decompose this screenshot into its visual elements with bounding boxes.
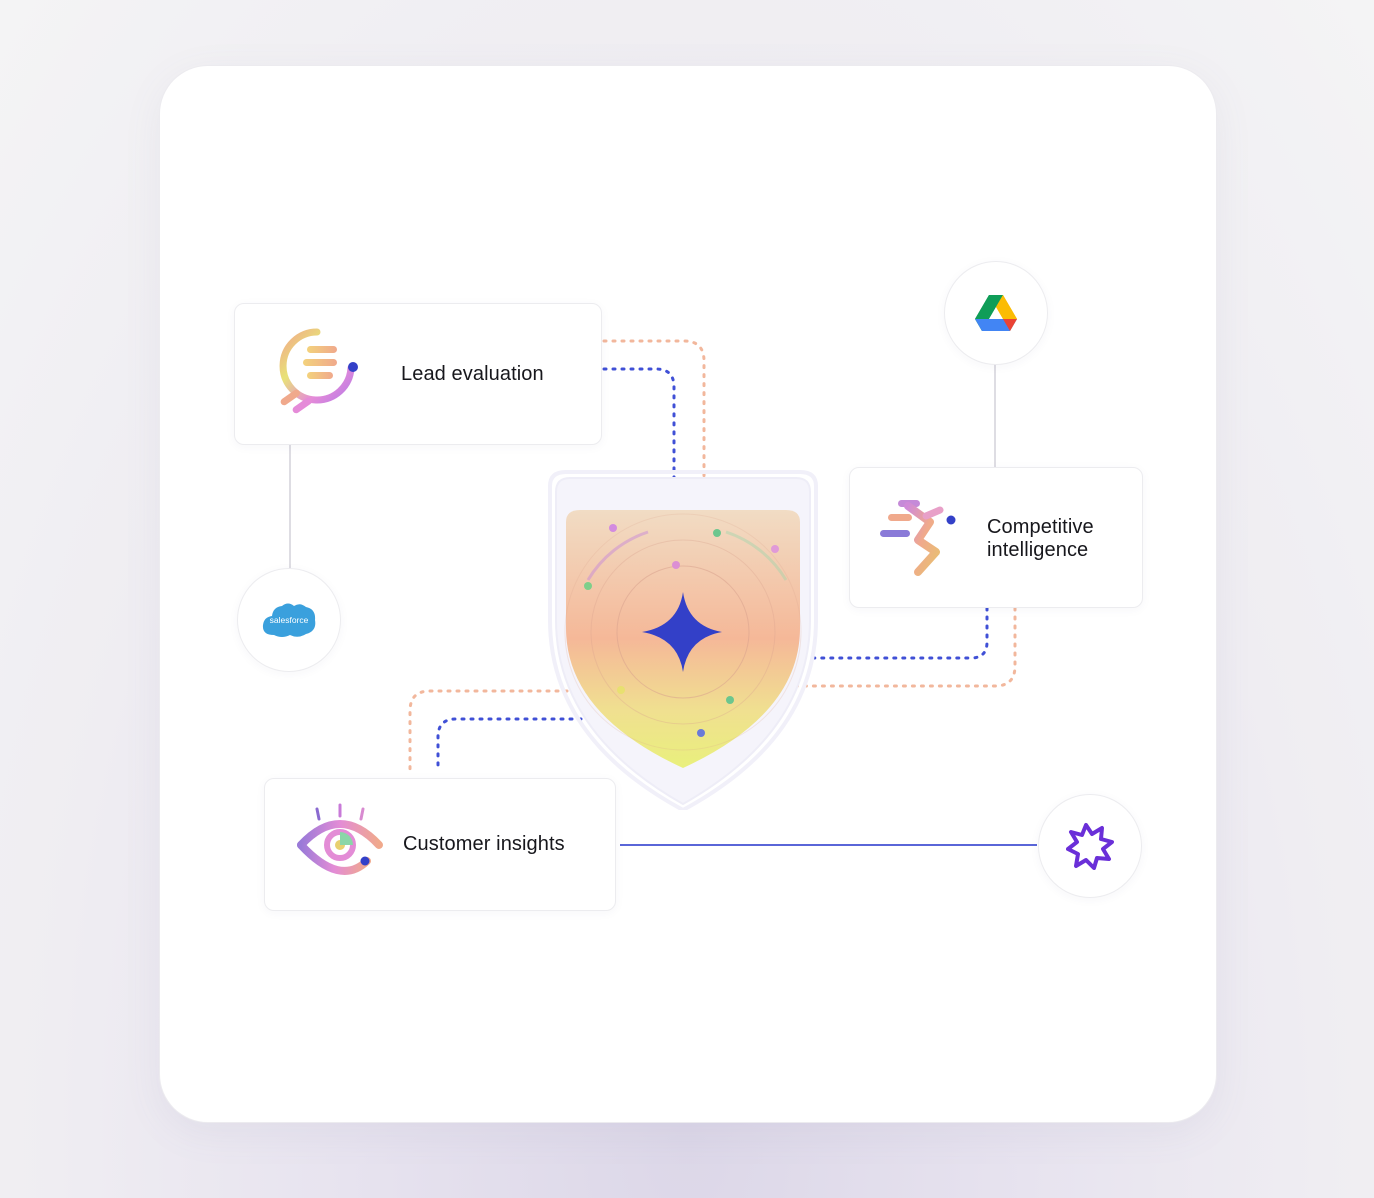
- card-label-line: Competitive: [987, 516, 1094, 538]
- orbit-dot: [584, 582, 592, 590]
- lead-evaluation-card[interactable]: Lead evaluation: [234, 303, 602, 445]
- starburst-icon: [1066, 823, 1114, 870]
- salesforce-logo-text: salesforce: [270, 615, 309, 625]
- customer-insights-icon: [297, 803, 383, 875]
- orbit-dot: [617, 686, 625, 694]
- competitive-intelligence-icon: [880, 500, 956, 576]
- card-label: Lead evaluation: [401, 362, 544, 385]
- card-label: Competitive intelligence: [987, 516, 1094, 562]
- orbit-dot: [726, 696, 734, 704]
- orbit-dot: [672, 561, 680, 569]
- shield-icon: [548, 470, 818, 813]
- customer-insights-card[interactable]: Customer insights: [264, 778, 616, 911]
- orbit-dot: [697, 729, 705, 737]
- competitive-intelligence-card[interactable]: Competitive intelligence: [849, 467, 1143, 608]
- orbit-dot: [609, 524, 617, 532]
- lead-evaluation-icon: [279, 328, 358, 414]
- starburst-integration[interactable]: [1038, 794, 1142, 898]
- google-drive-icon: [975, 295, 1017, 331]
- card-label: Customer insights: [403, 833, 565, 855]
- sparkle-star-icon: [642, 592, 722, 672]
- salesforce-logo-icon: salesforce: [262, 603, 316, 637]
- central-shield: [528, 470, 838, 813]
- salesforce-integration[interactable]: salesforce: [237, 568, 341, 672]
- card-label-line: intelligence: [987, 539, 1089, 561]
- orbit-dot: [713, 529, 721, 537]
- orbit-dot: [771, 545, 779, 553]
- google-drive-integration[interactable]: [944, 261, 1048, 365]
